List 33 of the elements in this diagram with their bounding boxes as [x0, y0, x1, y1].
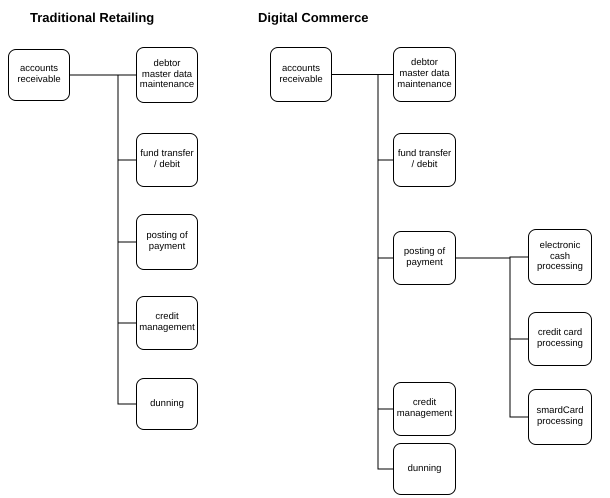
box-label: debtor master data maintenance	[396, 58, 453, 91]
process-box	[136, 47, 198, 103]
process-box	[136, 378, 198, 430]
process-box	[393, 133, 456, 187]
box-label: posting of payment	[145, 231, 189, 253]
process-box	[393, 47, 456, 102]
process-box	[270, 47, 332, 102]
box-label: fund transfer / debit	[396, 149, 452, 171]
process-box	[136, 133, 198, 187]
box-label: posting of payment	[402, 247, 446, 269]
process-box	[528, 229, 592, 285]
process-box	[393, 382, 456, 436]
process-box	[393, 231, 456, 285]
section-title: Digital Commerce	[258, 10, 369, 25]
box-label: accounts receivable	[16, 64, 62, 86]
connector-line	[456, 258, 528, 418]
box-label: credit management	[139, 312, 195, 334]
process-box	[8, 49, 70, 101]
process-box	[393, 443, 456, 495]
box-label: accounts receivable	[278, 64, 324, 86]
box-label: credit card processing	[536, 328, 584, 350]
box-label: fund transfer / debit	[139, 149, 195, 171]
process-box	[528, 312, 592, 366]
box-label: debtor master data maintenance	[139, 58, 195, 92]
process-box	[136, 296, 198, 350]
box-label: dunning	[150, 398, 184, 410]
box-label: credit management	[396, 398, 453, 420]
box-label: smardCard processing	[536, 406, 584, 428]
box-label: dunning	[408, 464, 442, 474]
box-label: electronic cash processing	[536, 240, 584, 274]
process-box	[528, 389, 592, 445]
section-title: Traditional Retailing	[30, 10, 154, 25]
process-box	[136, 214, 198, 270]
